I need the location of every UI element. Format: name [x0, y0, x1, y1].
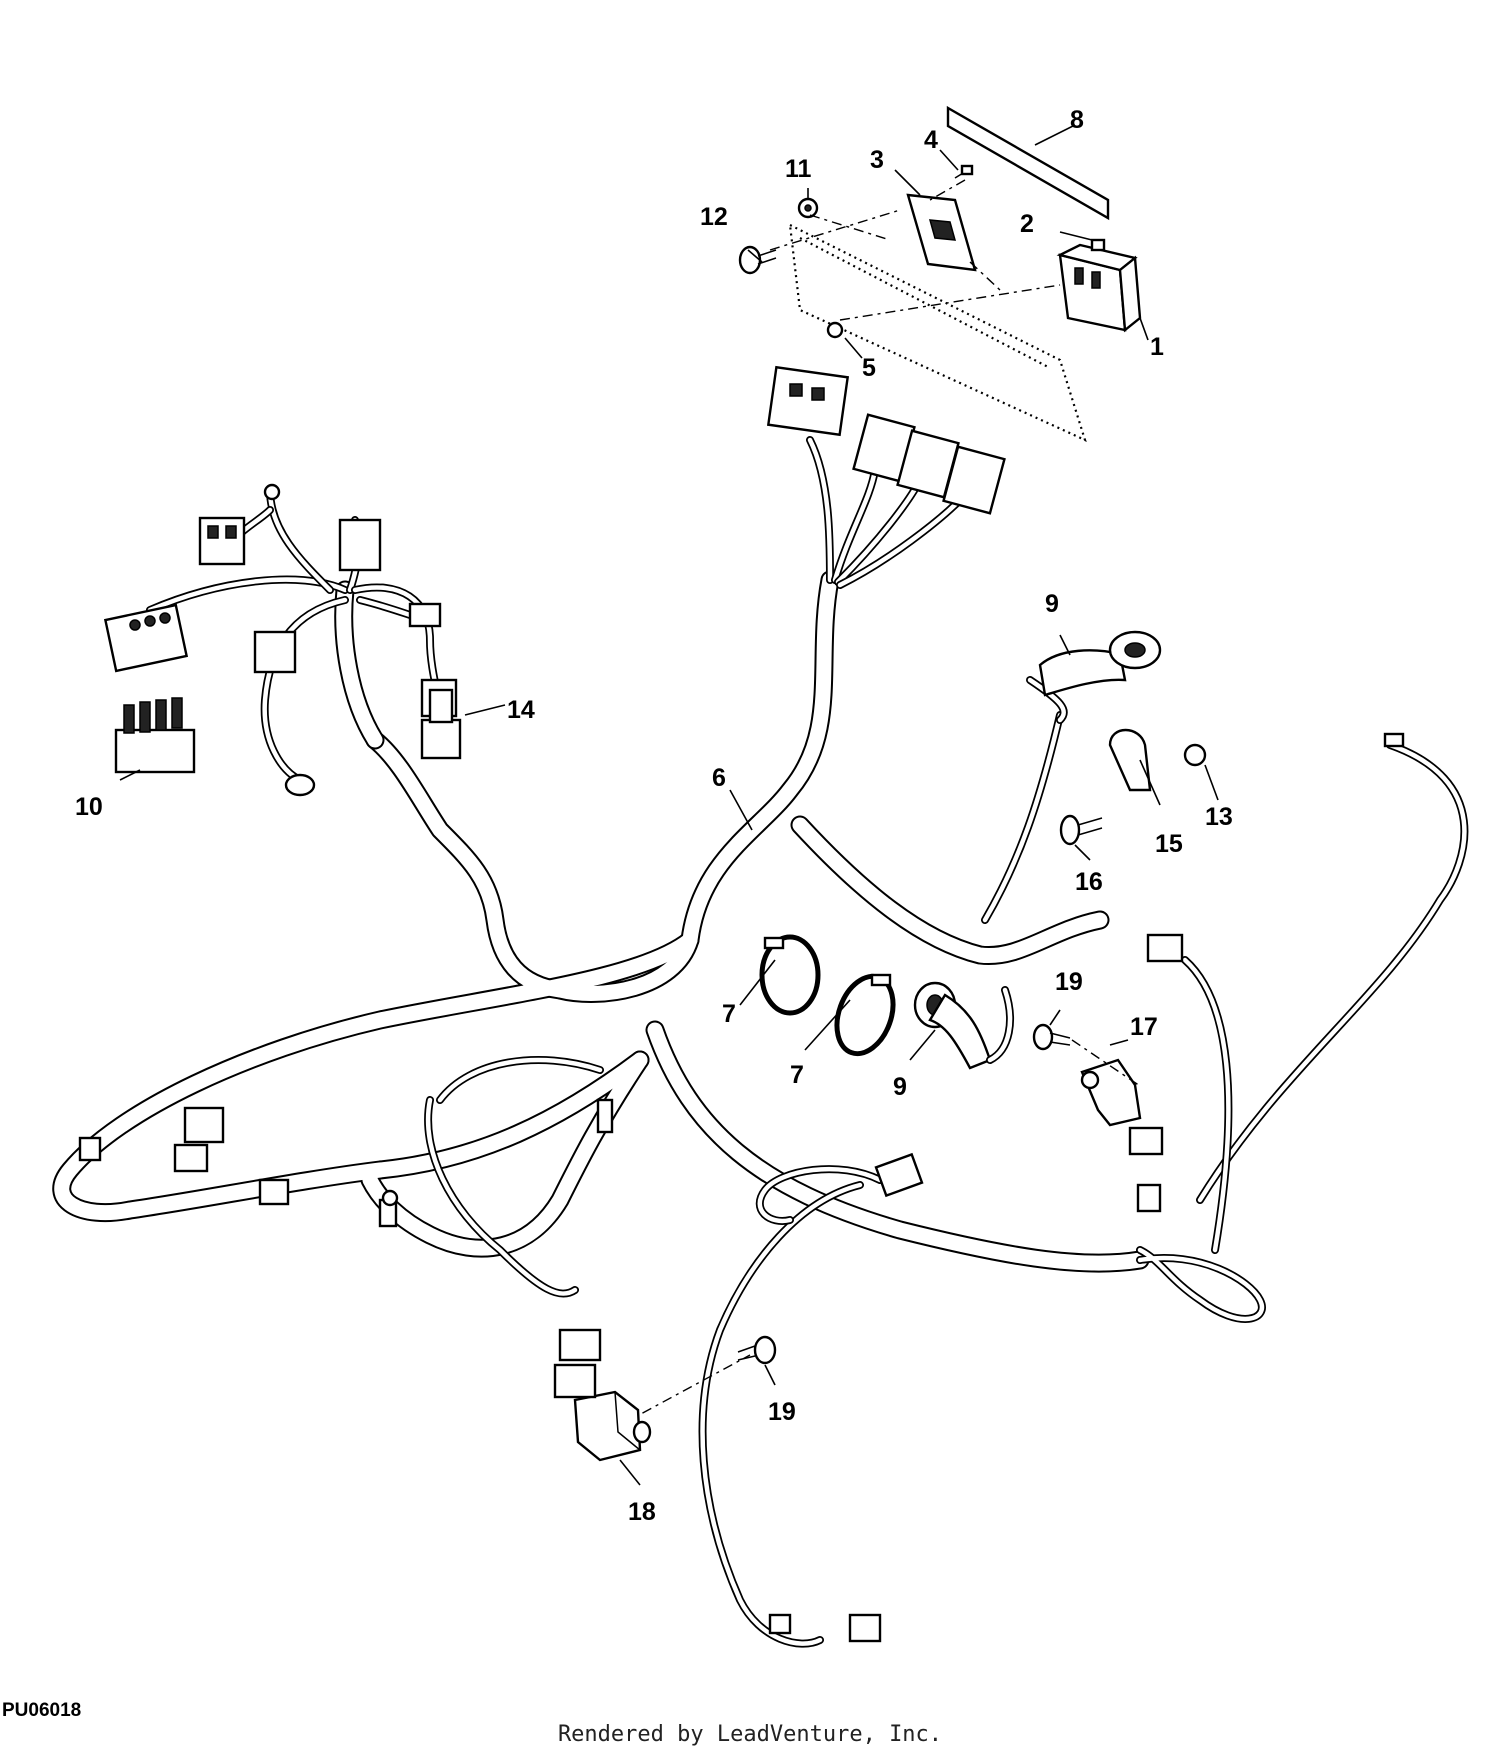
- mounting-panel-dotted: [788, 223, 1087, 443]
- callout-11[interactable]: 11: [785, 155, 812, 183]
- connector-10[interactable]: [103, 603, 196, 774]
- clamp-15[interactable]: [1108, 728, 1152, 792]
- ground-cable-9-lower[interactable]: [913, 981, 1014, 1070]
- callout-16[interactable]: 16: [1075, 868, 1103, 896]
- callout-19-lower[interactable]: 19: [768, 1398, 796, 1426]
- switch-18[interactable]: [573, 1390, 652, 1462]
- decal-8[interactable]: [946, 105, 1110, 221]
- callout-4[interactable]: 4: [924, 126, 938, 154]
- main-wiring-harness: [52, 570, 1150, 1298]
- callout-labels: 1 2 3 4 5 6 7 7 8 9 9 10 11 12 13 14 15 …: [75, 106, 1233, 1526]
- callout-5[interactable]: 5: [862, 354, 876, 382]
- callout-1[interactable]: 1: [1150, 333, 1164, 361]
- panel-dash-lines: [769, 179, 1061, 321]
- callout-17[interactable]: 17: [1130, 1013, 1158, 1041]
- bolt-16[interactable]: [1059, 814, 1103, 846]
- right-long-wire: [1128, 732, 1469, 1323]
- callout-8[interactable]: 8: [1070, 106, 1084, 134]
- callout-9-upper[interactable]: 9: [1045, 590, 1059, 618]
- bolt-19-upper[interactable]: [1032, 1023, 1141, 1087]
- ground-cable-9-upper[interactable]: [981, 630, 1162, 924]
- screw-4[interactable]: [954, 164, 974, 179]
- callout-10[interactable]: 10: [75, 793, 103, 821]
- figure-id: PU06018: [2, 1700, 82, 1721]
- relay-1[interactable]: [1056, 243, 1142, 333]
- nut-11[interactable]: [797, 197, 819, 219]
- callout-9-lower[interactable]: 9: [893, 1073, 907, 1101]
- callout-3[interactable]: 3: [870, 146, 884, 174]
- plate-3[interactable]: [906, 193, 977, 272]
- switch-17[interactable]: [1080, 1058, 1142, 1127]
- small-connector-upper: [198, 483, 458, 797]
- screw-2[interactable]: [1090, 238, 1106, 252]
- left-branch-details: [78, 1098, 614, 1399]
- callout-leaders: [119, 124, 1219, 1486]
- callout-12[interactable]: 12: [700, 203, 728, 231]
- callout-13[interactable]: 13: [1205, 803, 1233, 831]
- callout-18[interactable]: 18: [628, 1498, 656, 1526]
- nut-13[interactable]: [1183, 743, 1207, 767]
- nut-5[interactable]: [826, 321, 844, 339]
- callout-2[interactable]: 2: [1020, 210, 1034, 238]
- callout-7-upper[interactable]: 7: [722, 1000, 736, 1028]
- bolt-19-lower[interactable]: [737, 1335, 777, 1365]
- clip-7-upper[interactable]: [759, 934, 821, 1016]
- callout-6[interactable]: 6: [712, 764, 726, 792]
- callout-15[interactable]: 15: [1155, 830, 1183, 858]
- callout-14[interactable]: 14: [507, 696, 535, 724]
- clip-7-lower[interactable]: [827, 969, 903, 1062]
- render-credit: Rendered by LeadVenture, Inc.: [557, 1722, 943, 1747]
- bolt-12[interactable]: [738, 245, 777, 275]
- connector-14[interactable]: [420, 688, 462, 760]
- callout-19-upper[interactable]: 19: [1055, 968, 1083, 996]
- relay-cluster[interactable]: [766, 365, 1006, 589]
- callout-7-lower[interactable]: 7: [790, 1061, 804, 1089]
